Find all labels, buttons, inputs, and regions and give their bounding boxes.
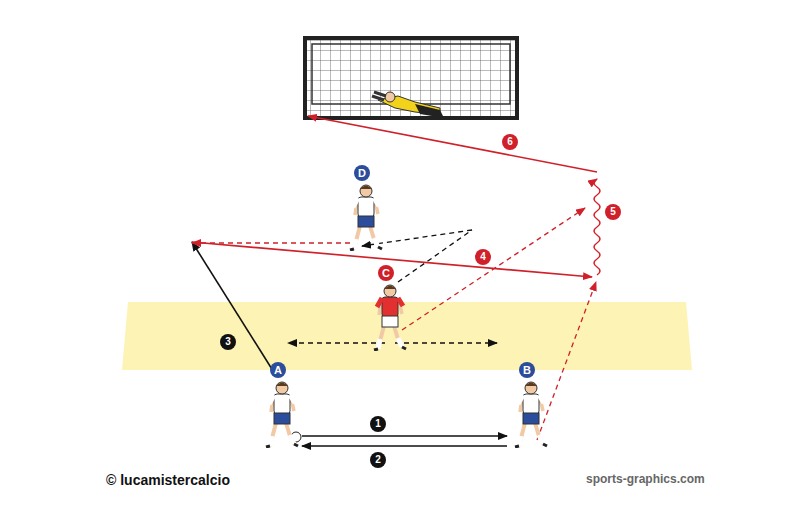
callout-number: 2	[370, 452, 386, 468]
player-letter: D	[354, 165, 370, 181]
player: A	[258, 362, 302, 448]
callout-number: 4	[475, 249, 491, 265]
zone-band	[122, 302, 692, 370]
callout-number: 3	[220, 334, 236, 350]
player: C	[366, 265, 410, 351]
player-letter: B	[519, 362, 535, 378]
player: B	[507, 362, 551, 448]
callout-number: 6	[502, 134, 518, 150]
watermark: © lucamistercalcio	[106, 472, 230, 488]
player-figure	[346, 181, 386, 251]
goal	[305, 38, 517, 118]
goalkeeper	[372, 92, 444, 118]
player-letter: A	[270, 362, 286, 378]
callout-number: 1	[370, 416, 386, 432]
pass-arrow	[302, 445, 507, 447]
pass-arrow	[302, 435, 507, 437]
player-letter: C	[378, 265, 394, 281]
player-figure	[511, 378, 551, 448]
player-figure	[262, 378, 302, 448]
player-figure	[370, 281, 410, 351]
callout-number: 5	[605, 204, 621, 220]
watermark: sports-graphics.com	[586, 472, 705, 486]
player: D	[342, 165, 386, 251]
